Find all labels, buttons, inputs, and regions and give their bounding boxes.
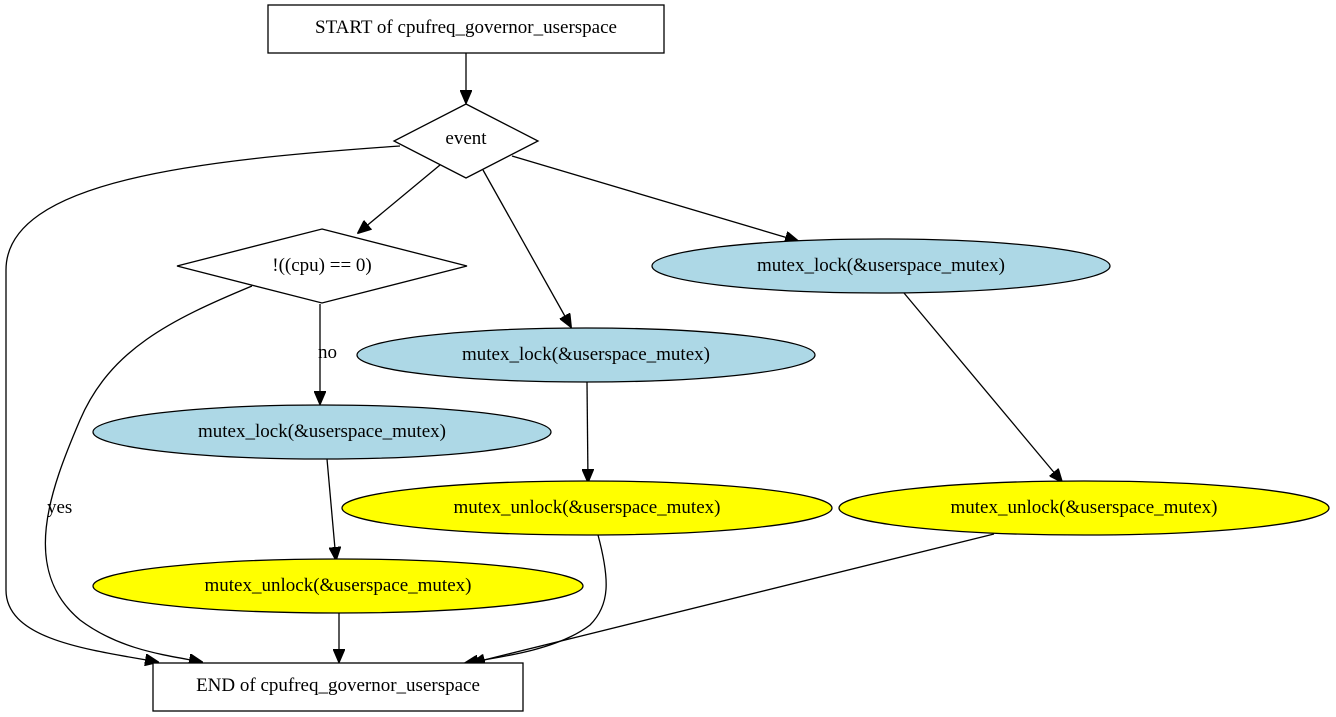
event-label: event <box>445 128 487 149</box>
node-unlock-a: mutex_unlock(&userspace_mutex) <box>92 558 584 614</box>
edge-lock-b-to-unlock-b <box>587 381 588 482</box>
edge-unlock-b-to-end <box>465 534 607 663</box>
edge-lock-a-to-unlock-a <box>326 458 336 560</box>
edge-event-to-lock-b <box>482 169 571 327</box>
edge-label-yes: yes <box>47 497 72 518</box>
end-box <box>152 662 524 712</box>
unlock-a-label: mutex_unlock(&userspace_mutex) <box>205 575 472 596</box>
edge-unlock-c-to-end <box>472 533 995 663</box>
unlock-c-ellipse <box>838 480 1330 536</box>
node-lock-a: mutex_lock(&userspace_mutex) <box>92 404 552 460</box>
start-box <box>267 4 665 54</box>
node-event: event <box>392 103 540 179</box>
lock-b-label: mutex_lock(&userspace_mutex) <box>462 344 710 365</box>
cpu-check-label: !((cpu) == 0) <box>272 255 372 276</box>
node-lock-b: mutex_lock(&userspace_mutex) <box>356 327 816 383</box>
edge-lock-c-to-unlock-c <box>903 292 1062 482</box>
cpu-check-diamond <box>176 228 468 304</box>
node-cpu-check: !((cpu) == 0) <box>176 228 468 304</box>
event-diamond <box>392 103 540 179</box>
edge-event-to-cpu-check <box>358 164 441 233</box>
unlock-a-ellipse <box>92 558 584 614</box>
node-lock-c: mutex_lock(&userspace_mutex) <box>651 238 1111 294</box>
start-label: START of cpufreq_governor_userspace <box>315 17 617 38</box>
edge-cpu-check-to-end <box>44 285 253 662</box>
unlock-c-label: mutex_unlock(&userspace_mutex) <box>951 497 1218 518</box>
lock-a-ellipse <box>92 404 552 460</box>
lock-b-ellipse <box>356 327 816 383</box>
node-unlock-b: mutex_unlock(&userspace_mutex) <box>341 480 833 536</box>
lock-a-label: mutex_lock(&userspace_mutex) <box>198 421 446 442</box>
node-start: START of cpufreq_governor_userspace <box>267 4 665 54</box>
edge-event-to-end <box>5 145 401 662</box>
edge-event-to-lock-c <box>511 155 798 241</box>
edge-label-no: no <box>318 342 337 363</box>
node-unlock-c: mutex_unlock(&userspace_mutex) <box>838 480 1330 536</box>
unlock-b-ellipse <box>341 480 833 536</box>
lock-c-ellipse <box>651 238 1111 294</box>
node-end: END of cpufreq_governor_userspace <box>152 662 524 712</box>
edges <box>5 53 1062 663</box>
unlock-b-label: mutex_unlock(&userspace_mutex) <box>454 497 721 518</box>
end-label: END of cpufreq_governor_userspace <box>196 675 480 696</box>
lock-c-label: mutex_lock(&userspace_mutex) <box>757 255 1005 276</box>
